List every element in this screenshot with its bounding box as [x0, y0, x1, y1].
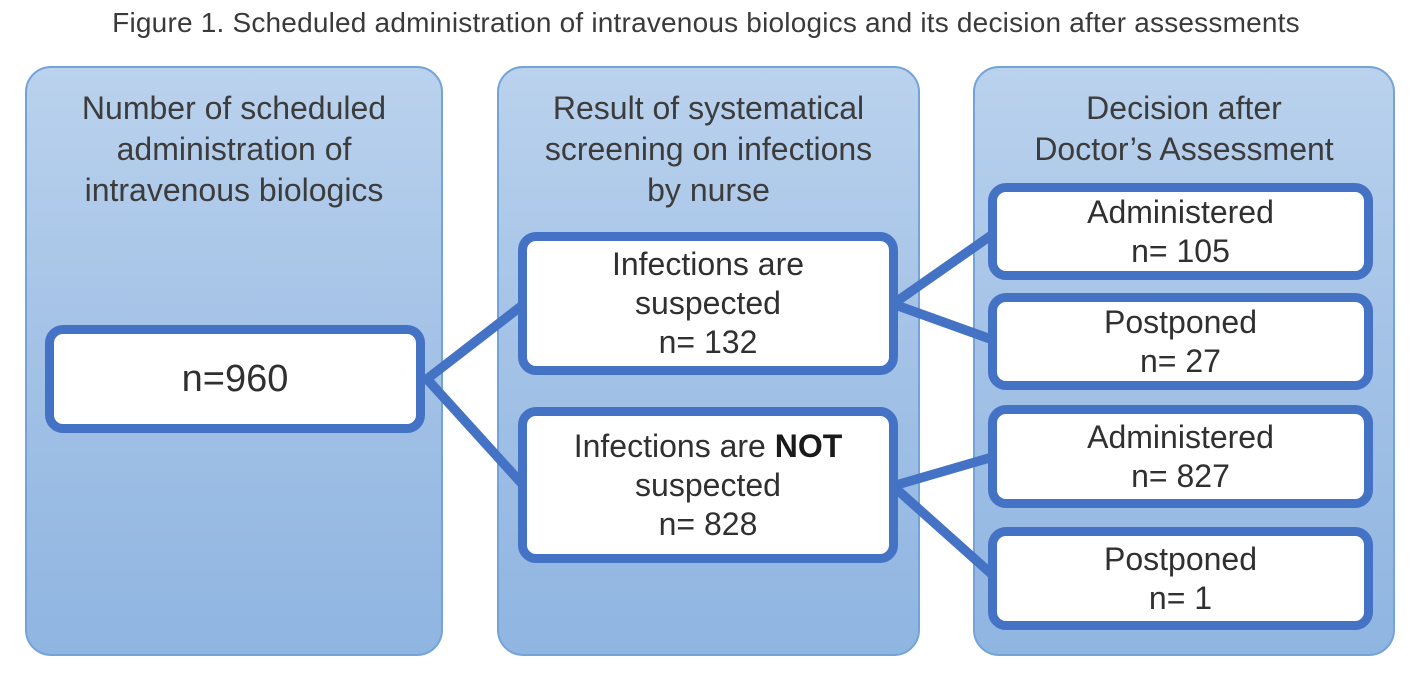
panel-title-decision: Decision after Doctor’s Assessment: [1034, 90, 1334, 167]
node-postponed-1-label: Postponed n= 1: [1103, 540, 1257, 616]
not-suspected-text-line2: suspected: [635, 466, 781, 503]
panel-title-scheduled: Number of scheduled administration of in…: [81, 90, 387, 208]
figure-caption: Figure 1. Scheduled administration of in…: [112, 7, 1300, 38]
node-administered-827-label: Administered n= 827: [1087, 418, 1274, 494]
node-administered-105-label: Administered n= 105: [1087, 193, 1274, 269]
node-infections-suspected: Infections are suspected n= 132: [518, 232, 898, 375]
not-suspected-text-pre: Infections are: [573, 427, 775, 464]
node-administered-105: Administered n= 105: [988, 183, 1373, 280]
not-suspected-text-n: n= 828: [658, 505, 758, 542]
panel-title-screening: Result of systematical screening on infe…: [544, 90, 873, 208]
node-postponed-1: Postponed n= 1: [988, 527, 1373, 630]
node-infections-not-suspected: Infections are NOT suspected n= 828: [518, 407, 898, 563]
node-total-n960: n=960: [45, 325, 425, 433]
node-infections-not-suspected-label: Infections are NOT suspected n= 828: [574, 427, 843, 544]
node-postponed-27: Postponed n= 27: [988, 293, 1373, 390]
node-total-label: n=960: [181, 357, 289, 400]
node-administered-827: Administered n= 827: [988, 405, 1373, 508]
node-infections-suspected-label: Infections are suspected n= 132: [611, 246, 805, 360]
not-suspected-text-bold: NOT: [774, 427, 843, 464]
node-postponed-27-label: Postponed n= 27: [1103, 303, 1257, 379]
